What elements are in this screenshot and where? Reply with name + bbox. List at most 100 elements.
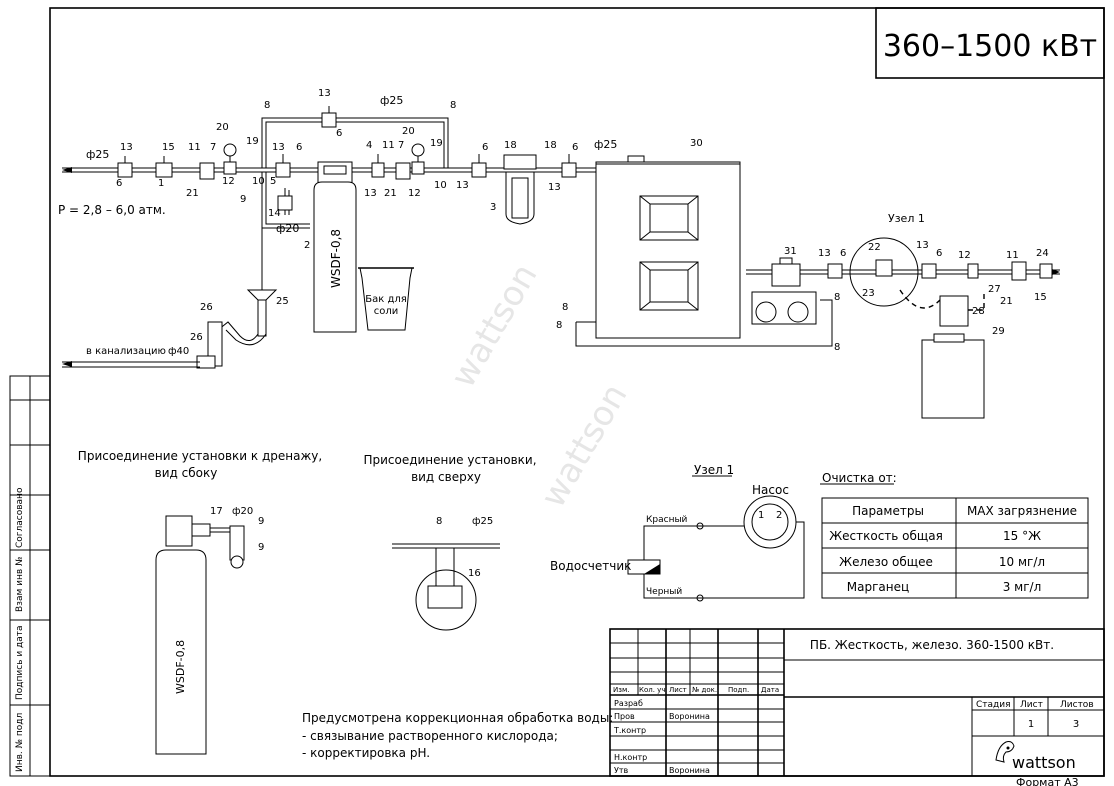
callout-21c: 21 xyxy=(1000,296,1013,307)
callout-11c: 11 xyxy=(1006,250,1019,261)
watermark: wattson xyxy=(533,377,635,514)
callout-7: 7 xyxy=(210,142,216,153)
callout-13e: 13 xyxy=(456,180,469,191)
stamp-sheet-number: 1 xyxy=(1028,719,1034,730)
stamp-name-check: Воронина xyxy=(669,712,710,721)
item-callouts: 6 13 15 1 11 21 7 20 19 12 10 13 6 5 9 1… xyxy=(116,88,1049,353)
side-stamp-inv: Инв. № подл xyxy=(15,713,25,772)
stamp-role-tcontrol: Т.контр xyxy=(613,726,646,735)
callout-13f: 13 xyxy=(548,182,561,193)
note-line-2: - связывание растворенного кислорода; xyxy=(302,729,558,743)
callout-4: 4 xyxy=(366,140,372,151)
stamp-sheets-label: Листов xyxy=(1060,700,1094,710)
softener-filter: WSDF-0,8 xyxy=(313,161,357,333)
stamp-role-approve: Утв xyxy=(614,766,629,775)
inlet-pressure: P = 2,8 – 6,0 атм. xyxy=(58,203,166,217)
ball-valve-13e xyxy=(561,154,577,178)
callout-8d: 8 xyxy=(556,320,562,331)
callout-11: 11 xyxy=(188,142,201,153)
callout-8b: 8 xyxy=(450,100,456,111)
callout-7b: 7 xyxy=(398,140,404,151)
drain-assembly: в канализацию ф40 xyxy=(62,289,278,369)
callout-10b: 10 xyxy=(434,180,447,191)
cleaning-row-hardness-value: 15 °Ж xyxy=(1003,529,1041,543)
cartridge-filter xyxy=(503,154,537,225)
callout-6: 6 xyxy=(116,178,122,189)
callout-6c: 6 xyxy=(336,128,342,139)
cleaning-row-manganese: Марганец xyxy=(847,580,909,594)
stamp-role-dev: Разраб xyxy=(614,699,643,708)
node-1-wiring: Узел 1 Насос 1 2 Красный Черный Водосчет… xyxy=(550,463,805,602)
stamp-col-doc: № док. xyxy=(692,686,717,694)
callout-19: 19 xyxy=(246,136,259,147)
cleaning-row-manganese-value: 3 мг/л xyxy=(1003,580,1042,594)
pipe-20-label: ф20 xyxy=(276,222,299,235)
callout-6f: 6 xyxy=(840,248,846,259)
detail-top-view: Присоединение установки, вид сверху 8 ф2… xyxy=(363,453,537,631)
ball-valve-14 xyxy=(277,188,293,211)
callout-8e: 8 xyxy=(834,292,840,303)
sewer-pipe-label: ф40 xyxy=(168,346,189,357)
callout-10: 10 xyxy=(252,176,265,187)
detail-top-callout-16: 16 xyxy=(468,568,481,579)
cleaning-header-max: MAX загрязнение xyxy=(967,504,1077,518)
callout-15: 15 xyxy=(162,142,175,153)
detail-top-callout-8: 8 xyxy=(436,516,442,527)
filter-label: WSDF-0,8 xyxy=(329,229,343,288)
side-stamp-agreed: Согласовано xyxy=(15,487,25,548)
side-stamp: Согласовано Взам инв № Подпись и дата Ин… xyxy=(9,375,51,777)
callout-13g: 13 xyxy=(818,248,831,259)
callout-8f: 8 xyxy=(834,342,840,353)
detail-callout-9b: 9 xyxy=(258,542,264,553)
node1-terminal-1: 1 xyxy=(758,510,764,521)
callout-29: 29 xyxy=(992,326,1005,337)
callout-21b: 21 xyxy=(384,188,397,199)
check-valve-15 xyxy=(155,156,173,178)
ball-valve-13d xyxy=(471,154,487,178)
cleaning-table: Очистка от: Параметры MAX загрязнение Же… xyxy=(820,471,1089,599)
dosing-unit xyxy=(899,289,985,419)
callout-26a: 26 xyxy=(200,302,213,313)
watermark: wattson xyxy=(443,257,545,394)
storage-tank xyxy=(575,155,833,347)
callout-11b: 11 xyxy=(382,140,395,151)
callout-18b: 18 xyxy=(544,140,557,151)
callout-19b: 19 xyxy=(430,138,443,149)
note-line-3: - корректировка pH. xyxy=(302,746,430,760)
stamp-role-check: Пров xyxy=(614,712,635,721)
callout-9: 9 xyxy=(240,194,246,205)
callout-26b: 26 xyxy=(190,332,203,343)
detail-side-pipe: ф20 xyxy=(232,506,253,517)
callout-13: 13 xyxy=(120,142,133,153)
title-box: 360–1500 кВт xyxy=(875,7,1105,79)
node1-wire-black: Черный xyxy=(646,587,682,597)
stamp-role-ncontrol: Н.контр xyxy=(614,753,647,762)
ball-valve-13b xyxy=(275,154,291,178)
node-1-callout-label: Узел 1 xyxy=(888,212,925,225)
stamp-stage-label: Стадия xyxy=(976,700,1011,710)
callout-12: 12 xyxy=(222,176,235,187)
sampling-valve-4 xyxy=(371,154,385,178)
flow-meter-21b xyxy=(395,162,411,180)
side-stamp-replace: Взам инв № xyxy=(15,557,25,612)
wattson-logo: wattson xyxy=(995,741,1076,772)
stamp-col-kol: Кол. уч xyxy=(639,686,665,694)
callout-5: 5 xyxy=(270,176,276,187)
callout-28: 28 xyxy=(972,306,985,317)
callout-8a: 8 xyxy=(264,100,270,111)
salt-tank-label-2: соли xyxy=(374,306,399,317)
callout-6g: 6 xyxy=(936,248,942,259)
callout-6e: 6 xyxy=(572,142,578,153)
stamp-sheet-label: Лист xyxy=(1020,700,1043,710)
callout-15b: 15 xyxy=(1034,292,1047,303)
title-block: Изм. Кол. уч Лист № док. Подп. Дата Разр… xyxy=(609,628,1105,786)
cleaning-row-iron-value: 10 мг/л xyxy=(999,555,1045,569)
callout-31: 31 xyxy=(784,246,797,257)
flow-meter-21 xyxy=(199,162,215,180)
manometer-20b xyxy=(411,143,425,175)
callout-2: 2 xyxy=(304,240,310,251)
detail-top-title-2: вид сверху xyxy=(411,470,481,484)
callout-8c: 8 xyxy=(562,302,568,313)
detail-side-filter-label: WSDF-0,8 xyxy=(174,640,187,694)
